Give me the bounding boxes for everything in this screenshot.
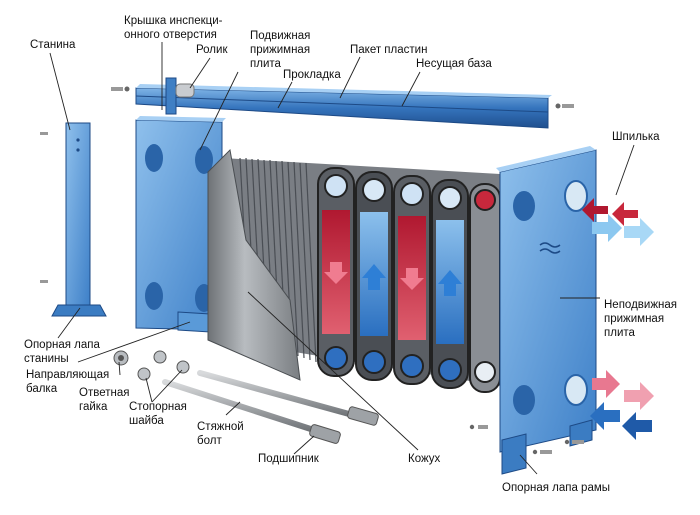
label-frame-foot: Опорная лапа рамы <box>502 482 611 494</box>
label-movable-plate-line-1: Подвижная <box>250 30 311 42</box>
cold-inlet-arrow-icon <box>590 402 620 430</box>
roller <box>165 77 195 115</box>
flow-down-arrow-icon <box>400 268 424 290</box>
label-tie-bolt-line-1: Стяжной <box>197 421 244 433</box>
flow-up-arrow-icon <box>438 270 462 296</box>
plate-cold-2 <box>431 179 469 389</box>
label-guide-bar-line-1: Направляющая <box>26 369 110 381</box>
hot-outlet-arrow-icon <box>592 370 620 398</box>
plate-end <box>469 183 501 393</box>
carrying-bar <box>135 84 552 129</box>
label-lock-washer-line-2: шайба <box>129 415 164 427</box>
hot-arrow-icon <box>582 198 608 222</box>
frame-foot <box>501 419 593 475</box>
label-stud: Шпилька <box>612 131 660 143</box>
label-fixed-plate-line-1: Неподвижная <box>604 299 677 311</box>
flow-arrows-top <box>582 198 654 246</box>
shroud <box>207 148 301 381</box>
label-column-foot-line-1: Опорная лапа <box>24 339 100 351</box>
label-lock-washer: Стопорная шайба <box>129 400 187 428</box>
counter-nut <box>113 350 129 366</box>
label-fixed-plate: Неподвижная прижимная плита <box>604 298 677 340</box>
label-column-foot: Опорная лапа станины <box>24 338 100 366</box>
label-gasket: Прокладка <box>283 69 341 81</box>
label-bearing: Подшипник <box>258 453 319 465</box>
carrying-bar-bolts <box>111 86 574 109</box>
label-fixed-plate-line-2: прижимная <box>604 313 665 325</box>
label-guide-bar-line-2: балка <box>26 383 58 395</box>
label-movable-plate-line-2: прижимная <box>250 44 311 56</box>
plate-cold-1 <box>355 171 393 381</box>
label-carrying-bar: Несущая база <box>416 58 492 70</box>
cold-outlet-arrow-icon <box>624 218 654 246</box>
tie-bolts <box>162 370 379 444</box>
lock-washers <box>137 350 190 381</box>
flow-up-arrow-icon <box>362 264 386 290</box>
label-movable-plate: Подвижная прижимная плита <box>250 29 310 71</box>
label-counter-nut: Ответная гайка <box>79 386 129 414</box>
label-column-foot-line-2: станины <box>24 353 69 365</box>
flow-down-arrow-icon <box>324 262 348 284</box>
cold-outlet-arrow-icon <box>592 214 622 242</box>
fixed-pressure-plate <box>496 146 597 453</box>
label-guide-bar: Направляющая балка <box>26 368 109 396</box>
leader-lines <box>49 42 635 475</box>
label-roller: Ролик <box>196 44 228 56</box>
label-inspection-cover: Крышка инспекци- онного отверстия <box>124 14 222 42</box>
hot-inlet-arrow-icon <box>612 202 638 226</box>
label-lock-washer-line-1: Стопорная <box>129 401 187 413</box>
label-tie-bolt: Стяжной болт <box>197 420 244 448</box>
label-movable-plate-line-3: плита <box>250 58 281 70</box>
label-counter-nut-line-2: гайка <box>79 401 108 413</box>
label-inspection-cover-line-1: Крышка инспекци- <box>124 15 223 27</box>
flow-arrows-bottom <box>590 370 654 440</box>
small-bolts <box>469 424 488 430</box>
plate-hot-2 <box>393 175 431 385</box>
label-fixed-plate-line-3: плита <box>604 327 635 339</box>
label-inspection-cover-line-2: онного отверстия <box>124 29 217 41</box>
label-counter-nut-line-1: Ответная <box>79 387 130 399</box>
plate-hot-1 <box>317 167 355 377</box>
label-tie-bolt-line-2: болт <box>197 435 222 447</box>
movable-pressure-plate <box>135 116 226 333</box>
label-frame-column: Станина <box>30 39 76 51</box>
hot-outlet-arrow-icon <box>624 382 654 410</box>
label-shroud: Кожух <box>408 453 441 465</box>
cold-inlet-arrow-icon <box>622 412 652 440</box>
frame-column <box>40 122 107 317</box>
label-plate-pack: Пакет пластин <box>350 44 428 56</box>
